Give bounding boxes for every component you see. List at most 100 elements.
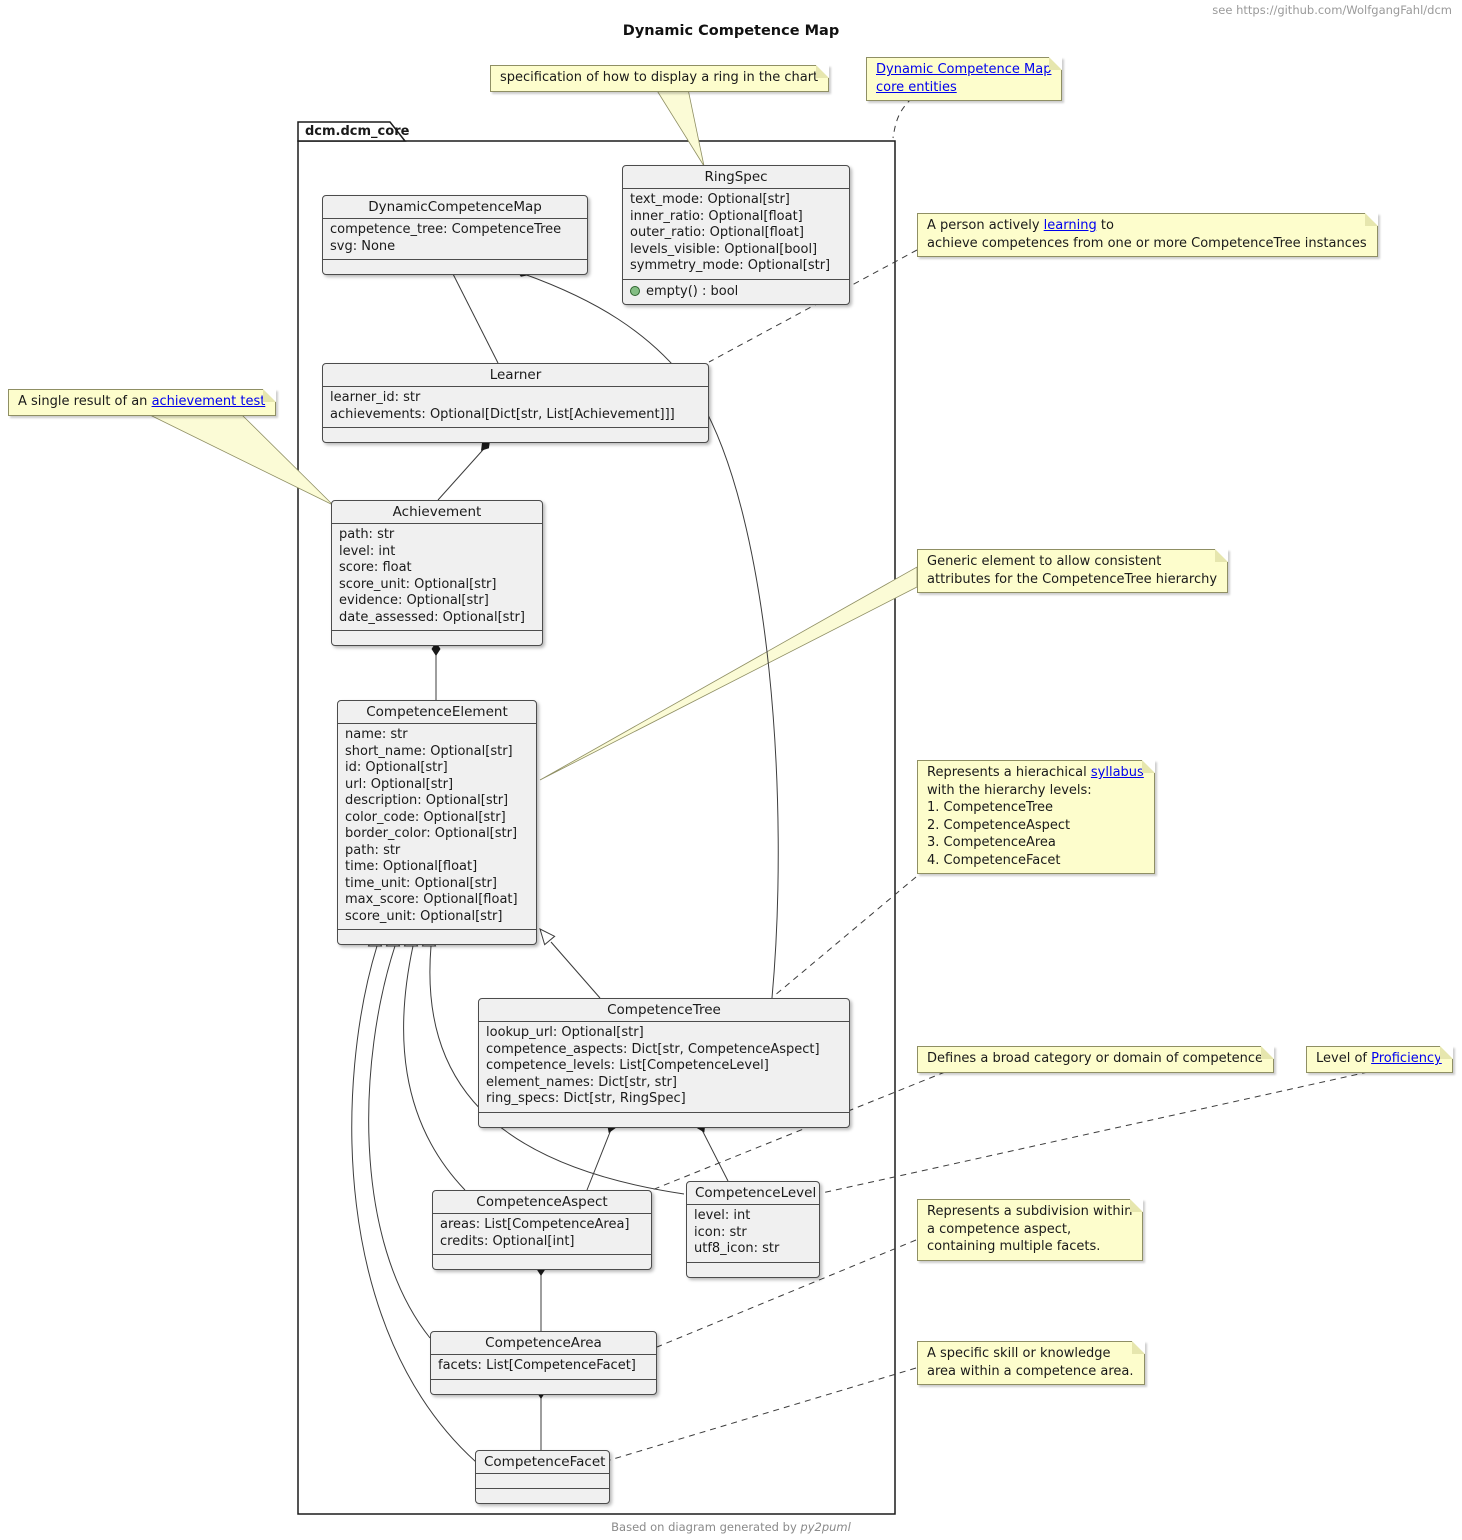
note-text-line: Level of Proficiency	[1316, 1050, 1442, 1068]
note-text: containing multiple facets.	[927, 1239, 1101, 1254]
class-attribute: credits: Optional[int]	[440, 1233, 575, 1249]
note-hyperlink[interactable]: learning	[1043, 218, 1097, 233]
class-attribute: score_unit: Optional[str]	[339, 576, 497, 592]
class-attribute: text_mode: Optional[str]	[630, 192, 790, 207]
class-competence-tree: CompetenceTree lookup_url: Optional[str]c…	[478, 998, 850, 1128]
class-attribute: outer_ratio: Optional[float]	[630, 225, 804, 240]
class-title: CompetenceElement	[366, 704, 508, 720]
class-attribute: facets: List[CompetenceFacet]	[438, 1358, 636, 1373]
note-text-line: 3. CompetenceArea	[927, 834, 1144, 852]
class-attributes: areas: List[CompetenceArea]credits: Opti…	[433, 1213, 651, 1254]
class-attribute: time: Optional[float]	[345, 859, 478, 874]
note-text-line: achieve competences from one or more Com…	[927, 235, 1367, 253]
class-attribute: svg: None	[330, 238, 396, 254]
edge-tree-level	[697, 1121, 729, 1182]
class-attribute: icon: str	[694, 1224, 747, 1240]
footer-prefix: Based on diagram generated by	[611, 1520, 801, 1534]
note-fold-icon	[1130, 1199, 1144, 1212]
note-competence-facet: A specific skill or knowledge area within…	[917, 1341, 1145, 1385]
note-hyperlink[interactable]: Dynamic Competence Map	[876, 62, 1052, 77]
note-text: specification of how to display a ring i…	[500, 70, 819, 85]
class-attributes: lookup_url: Optional[str]competence_aspe…	[479, 1021, 849, 1112]
class-attribute: date_assessed: Optional[str]	[339, 609, 525, 625]
class-attribute: utf8_icon: str	[694, 1241, 780, 1256]
note-link-competence-level	[821, 1071, 1369, 1194]
class-attribute: name: str	[345, 727, 408, 742]
class-methods	[433, 1254, 651, 1269]
class-attribute: color_code: Optional[str]	[345, 809, 506, 825]
class-methods	[431, 1378, 656, 1394]
note-hyperlink[interactable]: achievement test	[151, 394, 266, 409]
note-fold-icon	[1439, 1046, 1453, 1059]
note-competence-aspect: Defines a broad category or domain of co…	[917, 1046, 1275, 1073]
note-text: Defines a broad category or domain of co…	[927, 1051, 1264, 1066]
edge-area-element	[368, 945, 431, 1339]
package-tab	[297, 121, 407, 142]
class-attribute: inner_ratio: Optional[float]	[630, 208, 803, 224]
class-attributes: facets: List[CompetenceFacet]	[431, 1354, 656, 1379]
class-attribute: evidence: Optional[str]	[339, 593, 489, 608]
class-title: Learner	[489, 367, 542, 383]
note-text-line: 4. CompetenceFacet	[927, 852, 1144, 870]
note-text-line: attributes for the CompetenceTree hierar…	[927, 571, 1217, 589]
note-text-line: 2. CompetenceAspect	[927, 817, 1144, 835]
note-text: A specific skill or knowledge	[927, 1346, 1111, 1361]
class-methods	[476, 1488, 609, 1503]
class-competence-facet: CompetenceFacet	[475, 1450, 610, 1504]
note-text-line: Represents a hierachical syllabus	[927, 764, 1144, 782]
note-text-line: Represents a subdivision within	[927, 1203, 1132, 1221]
edge-tree-element	[550, 941, 601, 999]
note-hyperlink[interactable]: Proficiency	[1371, 1051, 1442, 1066]
class-title: CompetenceAspect	[476, 1194, 608, 1210]
class-title: DynamicCompetenceMap	[368, 199, 542, 215]
note-fold-icon	[1141, 760, 1155, 773]
note-text: 1. CompetenceTree	[927, 800, 1054, 815]
class-attribute: element_names: Dict[str, str]	[486, 1074, 677, 1090]
edge-facet-element	[351, 945, 477, 1463]
class-methods: empty() : bool	[623, 278, 849, 304]
class-attribute: levels_visible: Optional[bool]	[630, 241, 818, 257]
note-hyperlink[interactable]: syllabus	[1090, 765, 1144, 780]
class-attribute: achievements: Optional[Dict[str, List[Ac…	[330, 406, 675, 422]
note-text: 2. CompetenceAspect	[927, 817, 1071, 833]
class-methods	[323, 259, 587, 274]
edge-learner-achievement	[437, 441, 491, 501]
class-title: CompetenceTree	[607, 1002, 721, 1018]
class-attribute: score_unit: Optional[str]	[345, 908, 503, 924]
note-text-line: Defines a broad category or domain of co…	[927, 1050, 1263, 1068]
note-hyperlink[interactable]: core entities	[876, 79, 957, 95]
class-attribute: border_color: Optional[str]	[345, 826, 518, 841]
repo-link: see https://github.com/WolfgangFahl/dcm	[1212, 3, 1452, 17]
note-fold-icon	[263, 389, 277, 402]
class-method: empty() : bool	[630, 283, 842, 300]
class-attribute: competence_aspects: Dict[str, Competence…	[486, 1041, 820, 1057]
note-core-entities: Dynamic Competence Map core entities	[866, 57, 1063, 101]
note-text: A person actively	[927, 218, 1044, 233]
class-title: Achievement	[392, 504, 482, 520]
class-attribute: id: Optional[str]	[345, 760, 448, 775]
note-text: Level of	[1316, 1051, 1372, 1066]
class-methods	[479, 1111, 849, 1127]
class-attribute: path: str	[345, 842, 401, 858]
class-attribute: level: int	[694, 1208, 751, 1223]
note-text: achieve competences from one or more Com…	[927, 235, 1367, 251]
class-attribute: description: Optional[str]	[345, 793, 509, 808]
class-title: RingSpec	[704, 169, 768, 185]
note-text: a competence aspect,	[927, 1221, 1072, 1237]
class-attribute: level: int	[339, 543, 396, 559]
class-ring-spec: RingSpec text_mode: Optional[str]inner_ra…	[622, 165, 850, 305]
note-text: area within a competence area.	[927, 1363, 1134, 1379]
note-ring-spec: specification of how to display a ring i…	[490, 65, 830, 92]
note-text-line: containing multiple facets.	[927, 1238, 1132, 1256]
note-text-line: with the hierarchy levels:	[927, 782, 1144, 800]
note-fold-icon	[1215, 549, 1229, 562]
